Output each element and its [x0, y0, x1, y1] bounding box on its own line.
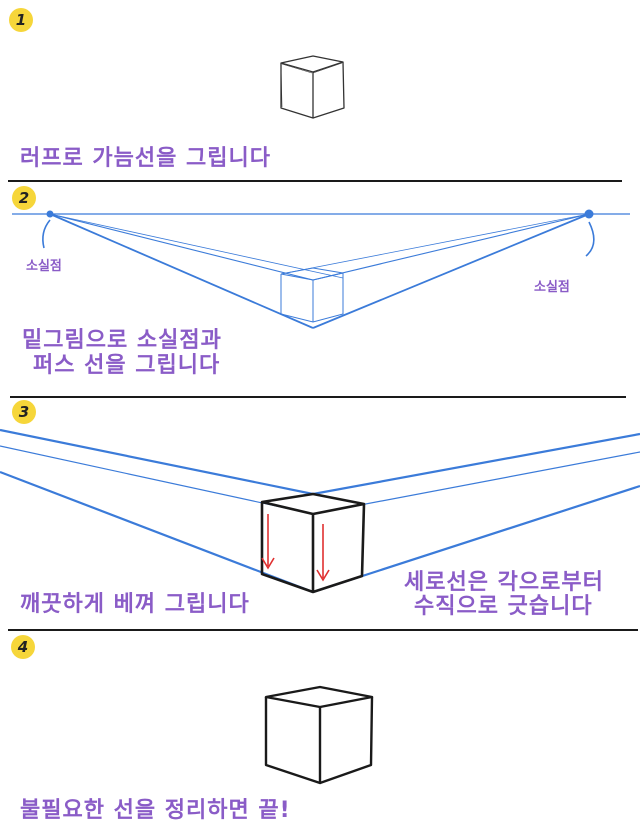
step-4-caption: 불필요한 선을 정리하면 끝!: [20, 798, 291, 823]
cube-sketch-stroke: [280, 62, 343, 108]
persp-line-left-top: [49, 213, 314, 281]
divider-2: [10, 396, 626, 398]
final-cube: [264, 685, 374, 785]
vanishing-point-right-label: 소실점: [534, 280, 570, 295]
step-1-caption: 러프로 가늠선을 그립니다: [20, 146, 271, 171]
persp-line-right-top: [312, 213, 590, 281]
step-4-badge: 4: [11, 635, 35, 659]
cube-underdrawing: [280, 267, 344, 323]
guide-bottom-left: [0, 470, 314, 594]
perspective-construction: [12, 209, 630, 329]
vanishing-point-left-label: 소실점: [26, 259, 62, 274]
persp-line-right-bottom: [312, 213, 590, 329]
traced-cube-outline: [260, 492, 366, 594]
final-cube-right: [319, 696, 374, 785]
guide-inner-right: [312, 451, 640, 515]
step-3-caption-right-line-1: 세로선은 각으로부터: [404, 570, 604, 595]
step-2-badge: 2: [12, 186, 36, 210]
vanishing-point-right: [584, 209, 594, 219]
vp-right-pointer: [585, 221, 595, 257]
persp-line-left-back: [49, 213, 344, 279]
arrow-left-head: [261, 557, 275, 570]
step-2-caption-line-2: 퍼스 선을 그립니다: [33, 353, 221, 378]
guide-outer-left: [0, 428, 314, 496]
arrow-right-head: [316, 569, 330, 582]
step-2-caption-line-1: 밑그림으로 소실점과: [22, 328, 222, 353]
guide-bottom-right: [312, 484, 640, 594]
final-cube-left: [264, 697, 322, 785]
cube-left-face: [280, 63, 314, 119]
step-2-panel: 2 소실점 소실점 밑그림으로 소실점과 퍼스 선을 그립니다: [0, 182, 640, 396]
step-1-badge: 1: [9, 8, 33, 32]
clean-tracing-diagram: [0, 428, 640, 594]
persp-line-left-bottom: [49, 213, 314, 329]
step-1-panel: 1 러프로 가늠선을 그립니다: [0, 0, 640, 180]
vp-left-pointer: [42, 219, 51, 249]
guide-outer-right: [312, 432, 640, 496]
step-4-panel: 4 불필요한 선을 정리하면 끝!: [0, 631, 640, 831]
divider-3: [8, 629, 638, 631]
rough-cube-sketch: [280, 55, 345, 119]
cube-right-face: [312, 61, 345, 119]
divider-1: [8, 180, 622, 182]
persp-line-right-back: [280, 213, 590, 275]
step-3-caption-left: 깨끗하게 베껴 그립니다: [20, 592, 250, 617]
step-3-caption-right-line-2: 수직으로 긋습니다: [414, 594, 593, 619]
final-cube-top: [264, 685, 374, 709]
step-3-badge: 3: [12, 400, 36, 424]
cube-top-face: [280, 55, 344, 73]
step-3-panel: 3 깨끗하게 베껴 그립니다 세로선은 각으로부터 수직으로 긋습니다: [0, 398, 640, 628]
vanishing-point-left: [46, 210, 54, 218]
vertical-line-arrows: [261, 514, 330, 582]
